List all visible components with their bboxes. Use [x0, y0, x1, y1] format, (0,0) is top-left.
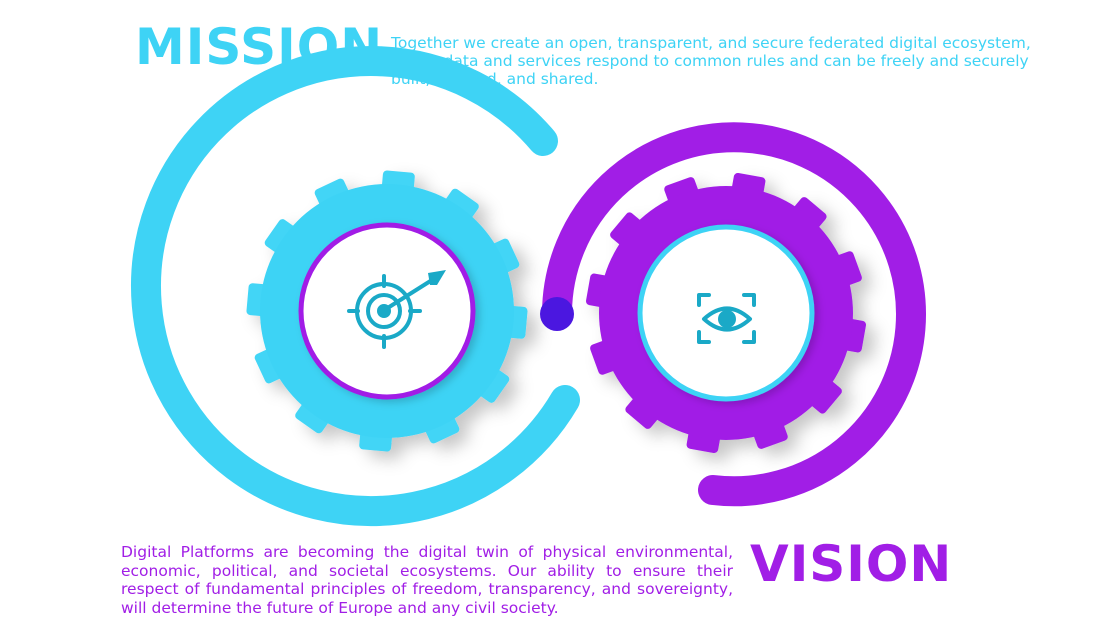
target-arrow-icon [347, 270, 446, 349]
mission-arc [130, 46, 580, 527]
vision-arc [542, 122, 926, 507]
vision-description: Digital Platforms are becoming the digit… [121, 543, 733, 617]
eye-scan-icon [697, 293, 756, 344]
mission-description: Together we create an open, transparent,… [391, 34, 1031, 88]
connector-node [540, 297, 574, 331]
vision-title: VISION [750, 535, 953, 593]
